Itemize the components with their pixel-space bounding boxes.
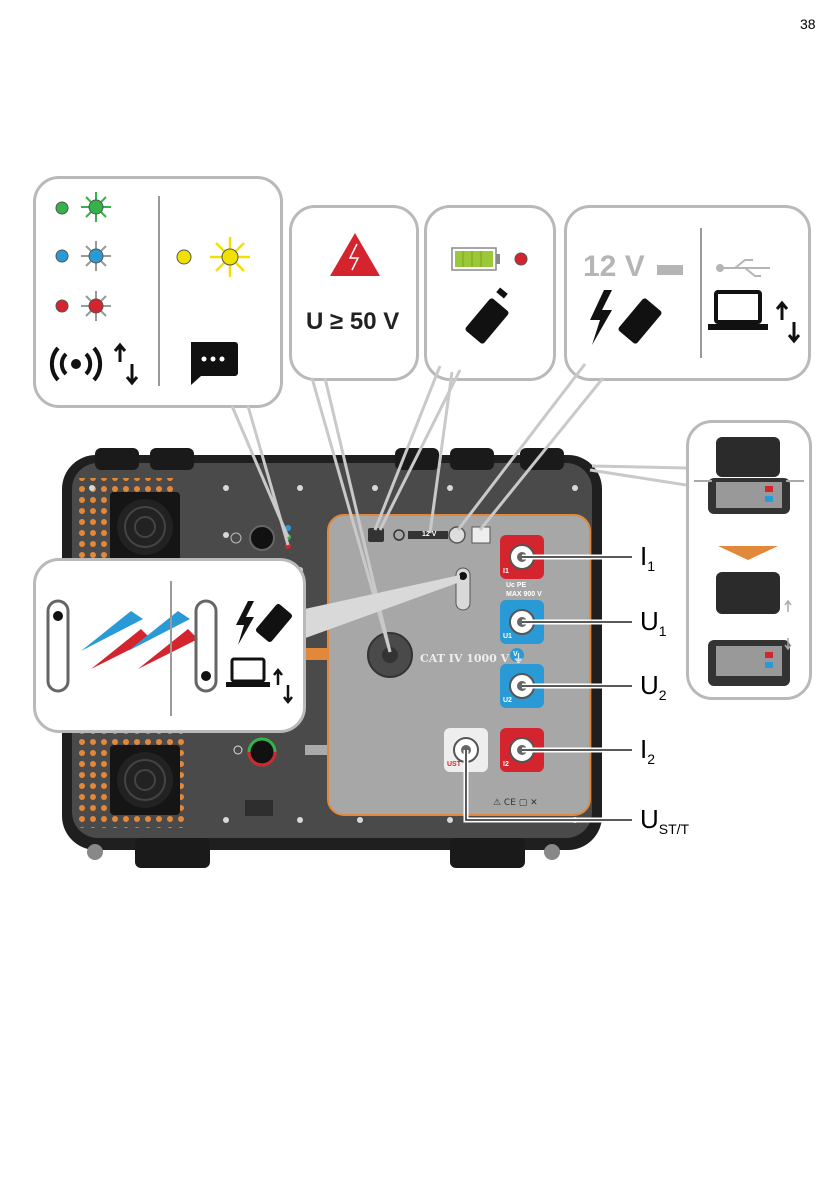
uc-text: Uc PE [506, 582, 526, 589]
fan-bottom [110, 745, 180, 815]
cat-rating-text: CAT IV 1000 V ⏚ [420, 650, 524, 666]
u2-badge: U2 [503, 697, 512, 704]
ust-badge: UST [447, 761, 461, 768]
v-badge: V [513, 651, 518, 658]
terminal-label-ust: UST/T [640, 804, 689, 837]
fan-top [110, 492, 180, 562]
led-green-icon [56, 192, 111, 222]
charging-icon [590, 290, 663, 345]
usb-icon [717, 260, 770, 276]
switch-position-callout [33, 558, 306, 733]
led-yellow-icon [177, 237, 250, 277]
battery-icon [464, 287, 509, 344]
terminal-label-i2: I2 [640, 734, 655, 767]
case-lid-illustration [716, 572, 780, 614]
front-voltage-text: 12 V [422, 531, 436, 538]
svg-text:⚠ CE ▢ ✕: ⚠ CE ▢ ✕ [493, 798, 538, 808]
high-voltage-warning-icon [330, 233, 380, 276]
test-clamps-icon [81, 611, 198, 669]
terminal-label-i1: I1 [640, 541, 655, 574]
battery-level-icon [452, 248, 527, 270]
message-icon [191, 342, 238, 385]
case-open-illustration [694, 437, 804, 514]
u1-badge: U1 [503, 633, 512, 640]
i1-badge: I1 [503, 568, 509, 575]
case-base-illustration [708, 640, 790, 686]
led-blue-icon [56, 241, 111, 271]
wireless-transfer-icon [52, 345, 137, 383]
terminal-label-u2: U2 [640, 670, 667, 703]
max-voltage-text: MAX 900 V [506, 591, 542, 598]
terminal-label-u1: U1 [640, 606, 667, 639]
led-red-icon [56, 291, 111, 321]
switch-position-icons [36, 561, 303, 730]
laptop-transfer-icon [708, 292, 799, 341]
i2-badge: I2 [503, 761, 509, 768]
